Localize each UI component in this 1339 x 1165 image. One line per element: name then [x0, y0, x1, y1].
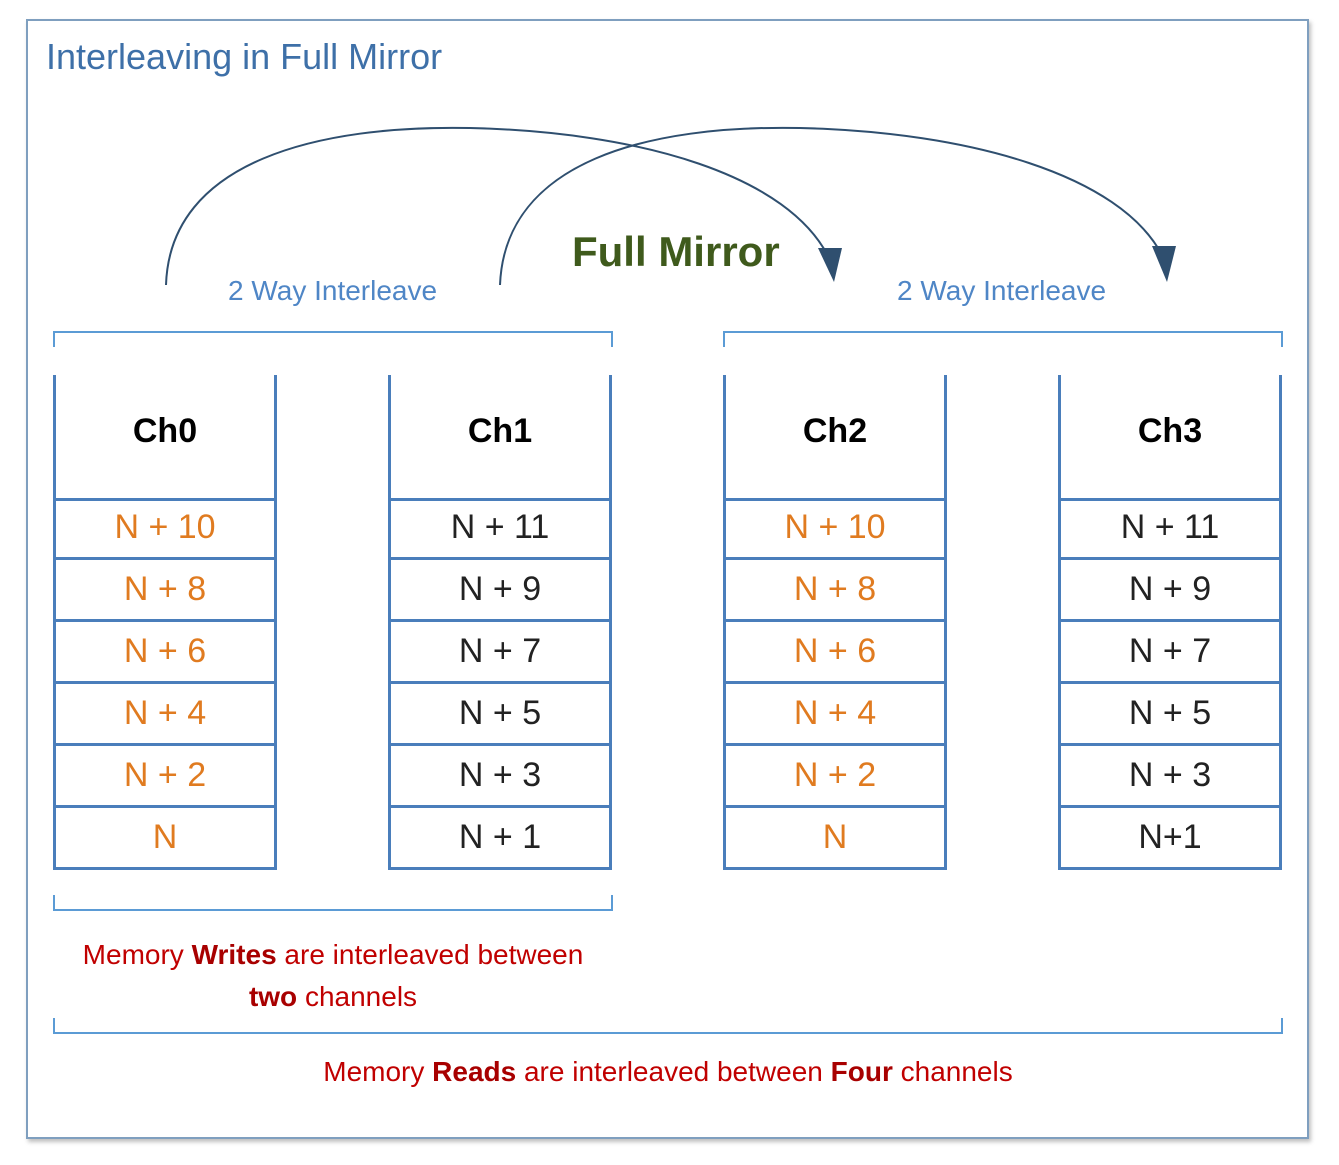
writes-note-emphasis: Writes: [191, 939, 277, 970]
memory-cell: N + 3: [1058, 746, 1282, 808]
memory-cell: N + 2: [53, 746, 277, 808]
channel-name: Ch2: [802, 412, 868, 450]
memory-cell: N + 6: [723, 622, 947, 684]
channel-ch0: Ch0 N + 10 N + 8 N + 6 N + 4 N + 2 N: [53, 375, 277, 872]
memory-cell: N + 6: [53, 622, 277, 684]
bracket-reads: [53, 1018, 1283, 1034]
memory-cell: N + 9: [1058, 560, 1282, 622]
reads-note-text: Memory: [323, 1056, 433, 1087]
reads-note-text: channels: [892, 1056, 1013, 1087]
bracket-top-left: [53, 331, 613, 347]
interleave-label-left: 2 Way Interleave: [228, 275, 438, 306]
channel-name: Ch1: [467, 412, 533, 450]
reads-note-text: are interleaved between: [516, 1056, 831, 1087]
memory-cell: N: [723, 808, 947, 870]
memory-cell: N + 1: [388, 808, 612, 870]
interleave-label-right: 2 Way Interleave: [897, 275, 1107, 306]
memory-cell: N + 11: [388, 498, 612, 560]
diagram-title: Interleaving in Full Mirror: [46, 36, 443, 77]
channel-name: Ch3: [1137, 412, 1203, 450]
memory-cell: N + 7: [388, 622, 612, 684]
writes-note-text: channels: [297, 981, 418, 1012]
arc-ch0-to-ch2: [165, 126, 831, 286]
memory-cell: N + 4: [723, 684, 947, 746]
reads-note: Memory Reads are interleaved between Fou…: [53, 1056, 1283, 1088]
channel-header: Ch2: [723, 375, 947, 501]
memory-cell: N + 11: [1058, 498, 1282, 560]
arrowhead-ch3: [1152, 246, 1176, 282]
memory-cell: N + 8: [53, 560, 277, 622]
memory-cell: N + 3: [388, 746, 612, 808]
channel-header: Ch1: [388, 375, 612, 501]
arc-ch1-to-ch3: [499, 126, 1163, 286]
full-mirror-label: Full Mirror: [572, 228, 780, 275]
memory-cell: N + 2: [723, 746, 947, 808]
memory-cell: N + 4: [53, 684, 277, 746]
writes-note-text: are interleaved between: [276, 939, 584, 970]
writes-note: Memory Writes are interleaved between tw…: [53, 934, 613, 1018]
memory-cell: N + 5: [388, 684, 612, 746]
channel-header: Ch0: [53, 375, 277, 501]
reads-note-emphasis: Reads: [432, 1056, 517, 1087]
channel-ch1: Ch1 N + 11 N + 9 N + 7 N + 5 N + 3 N + 1: [388, 375, 612, 872]
reads-note-emphasis: Four: [830, 1056, 893, 1087]
arrowhead-ch2: [818, 248, 842, 282]
writes-note-emphasis: two: [248, 981, 298, 1012]
memory-cell: N: [53, 808, 277, 870]
channel-ch3: Ch3 N + 11 N + 9 N + 7 N + 5 N + 3 N+1: [1058, 375, 1282, 872]
writes-note-text: Memory: [82, 939, 192, 970]
channel-header: Ch3: [1058, 375, 1282, 501]
memory-cell: N + 8: [723, 560, 947, 622]
memory-cell: N + 9: [388, 560, 612, 622]
memory-cell: N+1: [1058, 808, 1282, 870]
memory-cell: N + 5: [1058, 684, 1282, 746]
channel-ch2: Ch2 N + 10 N + 8 N + 6 N + 4 N + 2 N: [723, 375, 947, 872]
channel-name: Ch0: [132, 412, 198, 450]
memory-cell: N + 7: [1058, 622, 1282, 684]
bracket-top-right: [723, 331, 1283, 347]
diagram-frame: [26, 19, 1309, 1139]
bracket-writes: [53, 895, 613, 911]
memory-cell: N + 10: [53, 498, 277, 560]
memory-cell: N + 10: [723, 498, 947, 560]
